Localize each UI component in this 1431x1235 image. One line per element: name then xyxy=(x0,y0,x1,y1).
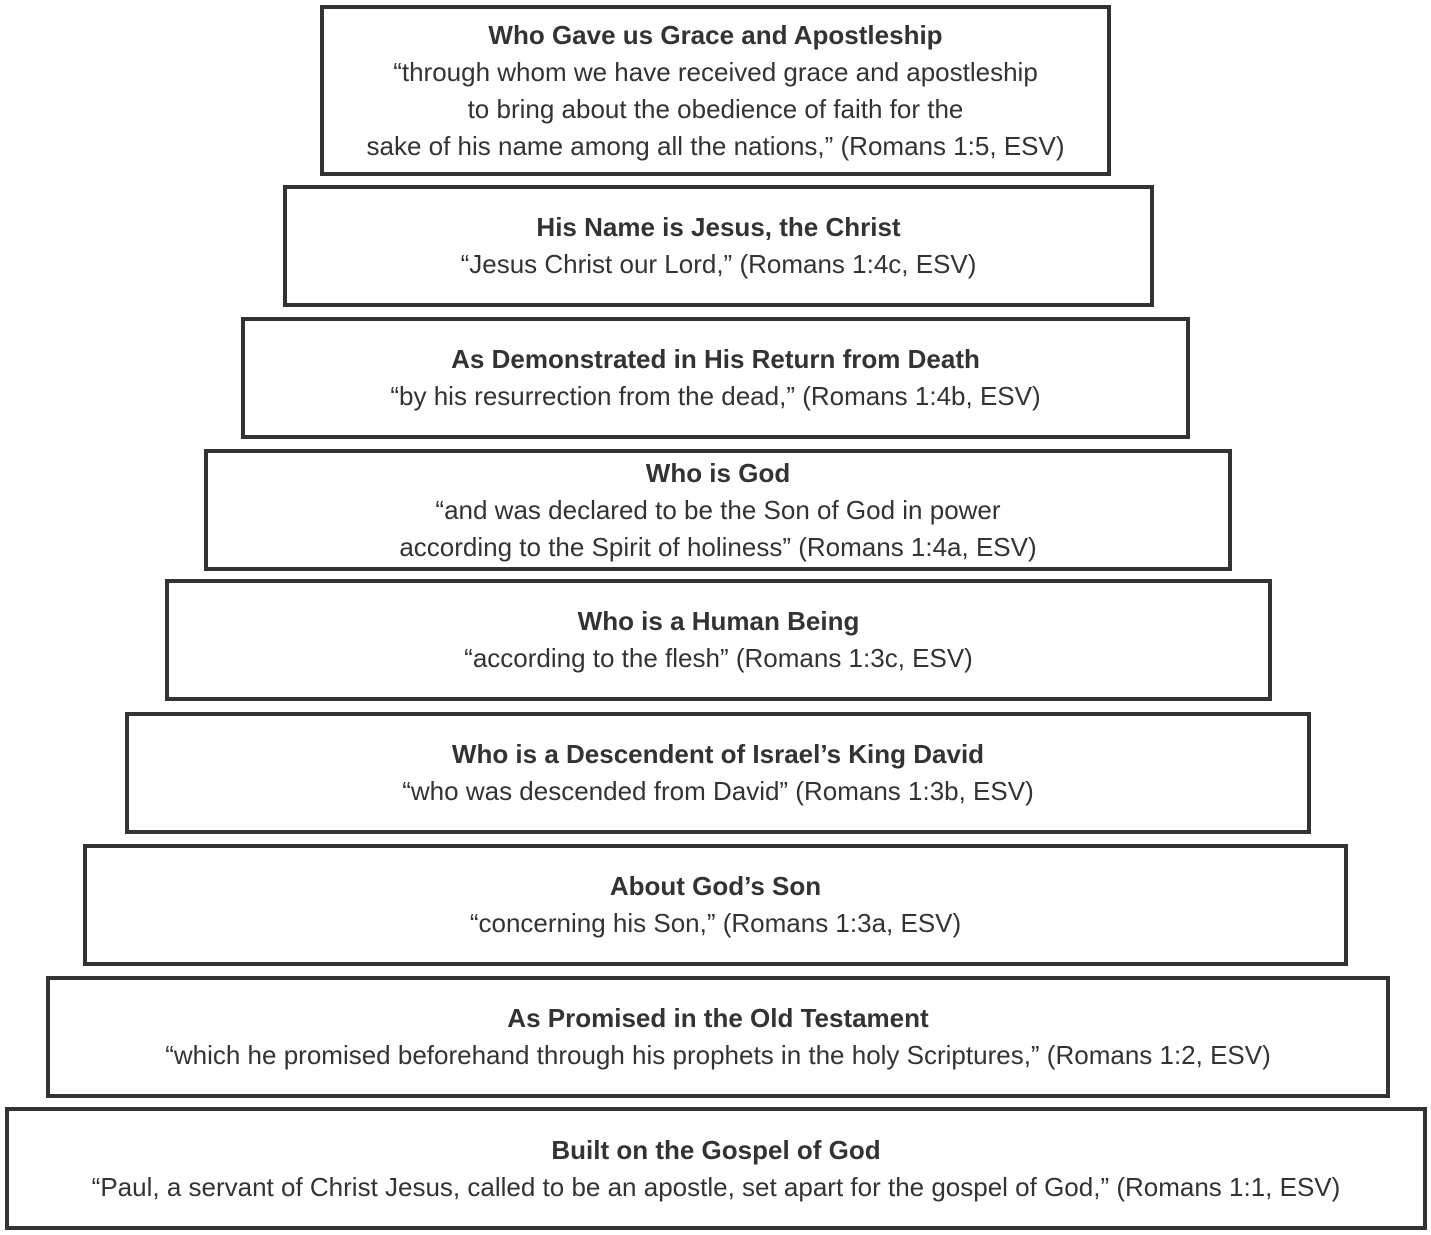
tier-verse: “and was declared to be the Son of God i… xyxy=(399,492,1036,566)
pyramid-tier-resurrection: As Demonstrated in His Return from Death… xyxy=(241,317,1190,439)
tier-verse: “through whom we have received grace and… xyxy=(366,54,1064,165)
pyramid-tier-gods-son: About God’s Son “concerning his Son,” (R… xyxy=(83,844,1348,966)
verse-line: “through whom we have received grace and… xyxy=(393,56,1038,87)
verse-line: “Paul, a servant of Christ Jesus, called… xyxy=(91,1171,1341,1202)
tier-verse: “concerning his Son,” (Romans 1:3a, ESV) xyxy=(470,905,961,942)
pyramid-tier-jesus-christ: His Name is Jesus, the Christ “Jesus Chr… xyxy=(283,185,1154,307)
pyramid-tier-human-being: Who is a Human Being “according to the f… xyxy=(165,579,1272,701)
verse-line: “which he promised beforehand through hi… xyxy=(165,1040,1271,1070)
tier-verse: “Jesus Christ our Lord,” (Romans 1:4c, E… xyxy=(461,246,977,283)
tier-verse: “who was descended from David” (Romans 1… xyxy=(402,773,1034,810)
verse-line: “concerning his Son,” (Romans 1:3a, ESV) xyxy=(469,908,962,938)
tier-verse: “according to the flesh” (Romans 1:3c, E… xyxy=(464,640,973,677)
verse-line: to bring about the obedience of faith fo… xyxy=(467,93,964,124)
verse-line: according to the Spirit of holiness” (Ro… xyxy=(399,531,1037,562)
pyramid-tier-grace-apostleship: Who Gave us Grace and Apostleship “throu… xyxy=(320,5,1111,176)
tier-title: Who is a Descendent of Israel’s King Dav… xyxy=(451,739,985,769)
tier-title: Built on the Gospel of God xyxy=(551,1134,881,1165)
tier-title: As Promised in the Old Testament xyxy=(507,1003,929,1033)
verse-line: “according to the flesh” (Romans 1:3c, E… xyxy=(464,643,973,673)
tier-title: About God’s Son xyxy=(609,871,822,901)
verse-line: “by his resurrection from the dead,” (Ro… xyxy=(390,381,1041,411)
tier-verse: “which he promised beforehand through hi… xyxy=(165,1037,1271,1074)
tier-title: Who Gave us Grace and Apostleship xyxy=(488,19,943,50)
verse-line: “and was declared to be the Son of God i… xyxy=(435,494,1001,525)
tier-title: As Demonstrated in His Return from Death xyxy=(451,344,980,374)
pyramid-tier-descendent-of-david: Who is a Descendent of Israel’s King Dav… xyxy=(125,712,1311,834)
verse-line: “who was descended from David” (Romans 1… xyxy=(402,776,1034,806)
verse-line: sake of his name among all the nations,”… xyxy=(366,130,1065,161)
pyramid-tier-gospel-of-god: Built on the Gospel of God “Paul, a serv… xyxy=(5,1107,1427,1230)
tier-verse: “by his resurrection from the dead,” (Ro… xyxy=(390,378,1040,415)
pyramid-tier-who-is-god: Who is God “and was declared to be the S… xyxy=(204,449,1232,571)
tier-title: Who is a Human Being xyxy=(577,606,860,636)
tier-verse: “Paul, a servant of Christ Jesus, called… xyxy=(92,1169,1341,1206)
tier-title: His Name is Jesus, the Christ xyxy=(536,212,901,242)
pyramid-tier-old-testament: As Promised in the Old Testament “which … xyxy=(46,976,1390,1098)
tier-title: Who is God xyxy=(645,457,791,488)
verse-line: “Jesus Christ our Lord,” (Romans 1:4c, E… xyxy=(460,249,977,279)
